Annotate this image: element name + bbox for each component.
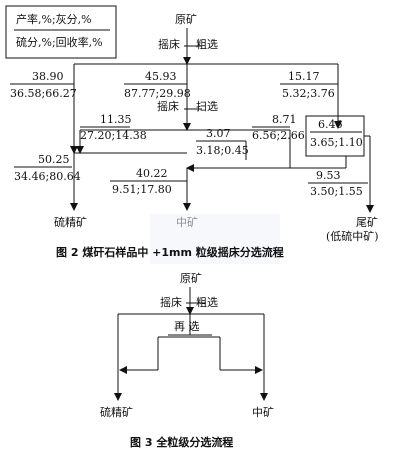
figure-3: 原矿 摇床 粗选 再 选 硫精矿 中矿 图 3 全粒级分选流程 <box>100 272 274 449</box>
fig3-middling-product: 中矿 <box>252 406 274 419</box>
stream-e-values: 3.18;0.45 <box>196 144 249 157</box>
stream-c-yield: 15.17 <box>288 70 320 83</box>
stream-j-values: 3.50;1.55 <box>310 185 363 198</box>
stream-b-yield: 45.93 <box>145 70 177 83</box>
legend-box: 产率,%;灰分,% 硫分,%;回收率,% <box>5 5 117 59</box>
stream-h-values: 34.46;80.64 <box>14 170 81 183</box>
scavenger-stage-label: 扫选 <box>196 100 218 113</box>
legend-line-2: 硫分,%;回收率,% <box>16 35 103 49</box>
stream-g-values: 3.65;1.10 <box>310 136 363 149</box>
stream-f-values: 6.56;2.66 <box>252 129 305 142</box>
stream-d-values: 27.20;14.38 <box>80 129 147 142</box>
stream-a-yield: 38.90 <box>32 70 64 83</box>
stream-g-yield: 6.46 <box>318 118 343 131</box>
stream-g-box: 6.46 3.65;1.10 <box>305 115 365 157</box>
scavenger-table-label: 摇床 <box>157 99 179 113</box>
stream-f-yield: 8.71 <box>272 113 297 126</box>
rougher-table-label: 摇床 <box>158 37 180 51</box>
fig3-cleaner-label: 再 选 <box>174 320 200 333</box>
stream-h-yield: 50.25 <box>38 153 70 166</box>
stream-j-yield: 9.53 <box>316 169 341 182</box>
fig3-rougher-stage-label: 粗选 <box>196 296 218 309</box>
fig3-feed-label: 原矿 <box>180 272 202 285</box>
legend-line-1: 产率,%;灰分,% <box>16 12 92 26</box>
stream-e-yield: 3.07 <box>206 127 231 140</box>
feed-label: 原矿 <box>175 13 197 26</box>
stream-i-values: 9.51;17.80 <box>112 183 172 196</box>
fig3-rougher-table-label: 摇床 <box>160 295 182 309</box>
rougher-stage-label: 粗选 <box>196 38 218 51</box>
stream-c-values: 5.32;3.76 <box>282 87 335 100</box>
figure-3-caption: 图 3 全粒级分选流程 <box>130 435 233 449</box>
figure-2: 产率,%;灰分,% 硫分,%;回收率,% 原矿 摇床 粗选 38.90 36.5… <box>5 5 379 264</box>
fig3-concentrate-product: 硫精矿 <box>100 405 133 419</box>
stream-i-yield: 40.22 <box>136 167 168 180</box>
watermark-band <box>150 214 280 264</box>
stream-d-yield: 11.35 <box>100 113 132 126</box>
stream-b-values: 87.77;29.98 <box>124 87 191 100</box>
tailing-product: 尾矿 <box>356 216 378 229</box>
concentrate-product: 硫精矿 <box>54 215 87 229</box>
figure-2-caption: 图 2 煤矸石样品中 +1mm 粒级摇床分选流程 <box>56 245 284 259</box>
tailing-note: (低硫中矿) <box>326 229 379 243</box>
stream-a-values: 36.58;66.27 <box>10 87 77 100</box>
